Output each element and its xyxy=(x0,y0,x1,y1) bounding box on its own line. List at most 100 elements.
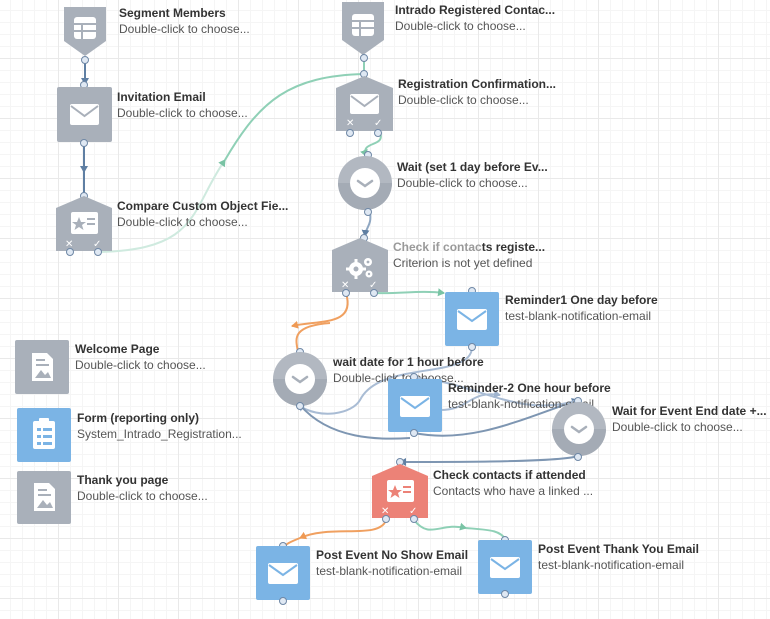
landing-page-icon xyxy=(15,340,69,394)
node-welcome-page-sub: Double-click to choose... xyxy=(75,358,206,372)
wire-reminder2-to-waitend xyxy=(413,398,579,437)
port-no[interactable] xyxy=(346,129,354,137)
node-intrado-registered[interactable] xyxy=(336,0,390,57)
node-reminder1[interactable] xyxy=(445,292,499,346)
node-reminder2-title: Reminder-2 One hour before xyxy=(448,381,611,395)
port-out[interactable] xyxy=(81,56,89,64)
node-welcome-page[interactable] xyxy=(15,340,69,394)
port-out[interactable] xyxy=(296,402,304,410)
port-yes[interactable] xyxy=(94,248,102,256)
node-form-title: Form (reporting only) xyxy=(77,411,199,425)
node-check-attended-title: Check contacts if attended xyxy=(433,468,586,482)
envelope-icon xyxy=(445,292,499,346)
port-out[interactable] xyxy=(279,597,287,605)
node-segment-members-title: Segment Members xyxy=(119,6,226,20)
node-compare-custom-title: Compare Custom Object Fie... xyxy=(117,199,289,213)
port-out[interactable] xyxy=(410,429,418,437)
wire-check-to-wait1hour xyxy=(291,292,349,329)
node-check-registered-title-rest: ts registe... xyxy=(481,240,546,254)
node-wait-1hour-title: wait date for 1 hour before xyxy=(333,355,484,369)
port-no[interactable] xyxy=(66,248,74,256)
node-reminder1-title: Reminder1 One day before xyxy=(505,293,658,307)
port-yes[interactable] xyxy=(370,289,378,297)
node-wait-1day[interactable] xyxy=(337,155,393,211)
wire-to-waitend-c xyxy=(439,390,501,411)
wire-attended-to-thankyou-b xyxy=(465,527,507,541)
node-check-attended[interactable]: ✕ ✓ xyxy=(372,464,428,518)
envelope-icon xyxy=(256,546,310,600)
node-compare-custom-sub: Double-click to choose... xyxy=(117,215,248,229)
svg-text:✓: ✓ xyxy=(369,280,377,291)
node-registration-confirmation[interactable]: ✕ ✓ xyxy=(336,76,393,131)
port-out[interactable] xyxy=(364,208,372,216)
node-wait-end-title: Wait for Event End date +... xyxy=(612,404,767,418)
node-segment-members[interactable] xyxy=(58,3,112,58)
wire-attended-to-noshow xyxy=(299,519,387,540)
clock-icon xyxy=(552,402,606,456)
port-out[interactable] xyxy=(501,590,509,598)
svg-text:✕: ✕ xyxy=(346,118,354,129)
port-no[interactable] xyxy=(342,289,350,297)
node-thank-you-page-title: Thank you page xyxy=(77,473,169,487)
star-card-icon: ✕ ✓ xyxy=(56,196,112,251)
node-reminder2[interactable] xyxy=(388,379,442,432)
node-check-attended-sub: Contacts who have a linked ... xyxy=(433,484,594,498)
wire-check-to-reminder1 xyxy=(375,288,445,297)
node-intrado-registered-title: Intrado Registered Contac... xyxy=(395,3,556,17)
node-post-no-show[interactable] xyxy=(256,546,310,600)
envelope-icon xyxy=(478,540,532,594)
node-check-registered-title: Check if contacts registe... xyxy=(393,240,545,254)
node-post-no-show-sub: test-blank-notification-email xyxy=(316,564,463,578)
svg-text:✓: ✓ xyxy=(93,239,101,250)
node-check-registered-sub: Criterion is not yet defined xyxy=(393,256,533,270)
port-yes[interactable] xyxy=(410,515,418,523)
database-icon xyxy=(64,7,106,56)
node-reminder1-sub: test-blank-notification-email xyxy=(505,309,652,323)
node-wait-end[interactable] xyxy=(551,401,607,457)
node-wait-1day-sub: Double-click to choose... xyxy=(397,176,528,190)
node-reminder2-sub: test-blank-notification-email xyxy=(448,397,595,411)
wire-attended-to-thankyou xyxy=(413,519,467,531)
port-no[interactable] xyxy=(382,515,390,523)
node-registration-confirmation-title: Registration Confirmation... xyxy=(398,77,557,91)
node-invitation-email[interactable] xyxy=(57,87,112,142)
svg-text:✓: ✓ xyxy=(409,506,417,517)
wire-compare-to-registration-b xyxy=(224,73,365,161)
node-wait-1hour[interactable] xyxy=(272,351,328,407)
wire-compare-to-registration xyxy=(97,159,226,253)
node-check-registered[interactable]: ✕ ✓ xyxy=(332,238,388,292)
node-form-sub: System_Intrado_Registration... xyxy=(77,427,242,441)
svg-text:✕: ✕ xyxy=(381,506,389,517)
node-intrado-registered-sub: Double-click to choose... xyxy=(395,19,526,33)
port-out[interactable] xyxy=(468,343,476,351)
clock-icon xyxy=(273,352,327,406)
wire-wait1hour-to-reminder2 xyxy=(299,404,411,440)
node-registration-confirmation-sub: Double-click to choose... xyxy=(398,93,529,107)
node-check-registered-title-faded: Check if contac xyxy=(393,240,482,254)
node-post-no-show-title: Post Event No Show Email xyxy=(316,548,469,562)
port-out[interactable] xyxy=(80,139,88,147)
node-thank-you-page[interactable] xyxy=(17,471,71,524)
port-out[interactable] xyxy=(574,453,582,461)
node-post-thank-you-title: Post Event Thank You Email xyxy=(538,542,699,556)
node-invitation-email-title: Invitation Email xyxy=(117,90,206,104)
landing-page-icon xyxy=(17,471,71,524)
node-invitation-email-sub: Double-click to choose... xyxy=(117,106,248,120)
node-post-thank-you[interactable] xyxy=(478,540,532,594)
svg-text:✕: ✕ xyxy=(341,280,349,291)
wire-reminder1-to-wait1hour xyxy=(297,347,473,415)
node-thank-you-page-sub: Double-click to choose... xyxy=(77,489,208,503)
node-segment-members-sub: Double-click to choose... xyxy=(119,22,250,36)
form-icon xyxy=(17,408,71,462)
clock-icon xyxy=(338,156,392,210)
database-icon xyxy=(342,2,384,55)
node-form[interactable] xyxy=(17,408,71,462)
envelope-icon: ✕ ✓ xyxy=(336,76,393,131)
gears-icon: ✕ ✓ xyxy=(332,238,388,292)
port-out[interactable] xyxy=(360,54,368,62)
port-yes[interactable] xyxy=(374,129,382,137)
svg-text:✓: ✓ xyxy=(374,118,382,129)
star-card-icon: ✕ ✓ xyxy=(372,464,428,518)
node-compare-custom[interactable]: ✕ ✓ xyxy=(56,196,112,251)
